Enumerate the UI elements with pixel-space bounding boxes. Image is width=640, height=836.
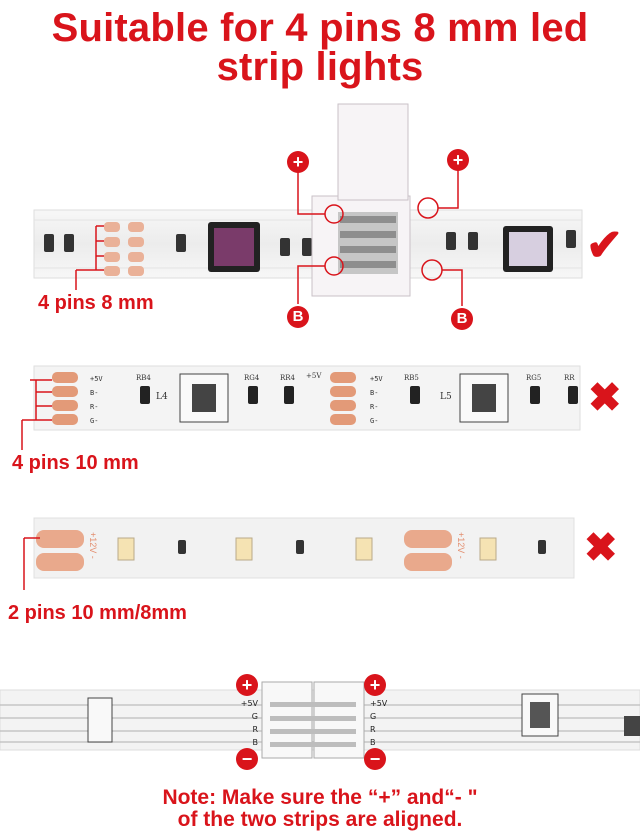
b-badge-icon: B [451,308,473,330]
title-line-1: Suitable for 4 pins 8 mm led [51,6,589,50]
chip-label: +5V [306,372,322,380]
chip-label: RB5 [404,374,419,382]
chip-label: RB4 [136,374,151,382]
copper-pads [104,222,144,276]
chip-label: RR4 [280,374,295,382]
chip-label: RR [564,374,575,382]
note-line-1: Note: Make sure the “+” and“- " [162,786,478,809]
chip-label: L4 [156,392,168,402]
pin-labels-left: +5V B- R- G- [90,375,103,425]
chip-label: RG5 [526,374,542,382]
chip-label: L5 [440,392,452,402]
connector-clip [311,103,411,297]
note-line-2: of the two strips are aligned. [177,808,463,831]
plus-icon: + [287,151,309,173]
chip-label: RG4 [244,374,260,382]
strip-10mm-4pin [21,365,581,450]
label-4pins-8mm: 4 pins 8 mm [38,292,154,314]
minus-icon: − [236,748,258,770]
cross-icon: ✖ [588,376,622,420]
pin-labels-right: +5V B- R- G- [370,375,383,425]
b-badge-icon: B [287,306,309,328]
cross-icon: ✖ [584,526,618,570]
plus-icon: + [364,674,386,696]
connector-diagram [0,681,640,759]
plus-icon: + [447,149,469,171]
strip-8mm-4pin [33,103,583,306]
connector-pin-labels-left: +5V G R B [240,699,258,747]
label-4pins-10mm: 4 pins 10 mm [12,452,139,474]
connector-pin-labels-right: +5V G R B [370,699,388,747]
label-2pins: 2 pins 10 mm/8mm [8,602,187,624]
title-line-2: strip lights [216,45,424,89]
strip-2pin [23,517,575,590]
pad-text: +12V - [88,532,98,559]
plus-icon: + [236,674,258,696]
pad-text: +12V - [456,532,466,559]
check-icon: ✔ [586,221,623,270]
minus-icon: − [364,748,386,770]
